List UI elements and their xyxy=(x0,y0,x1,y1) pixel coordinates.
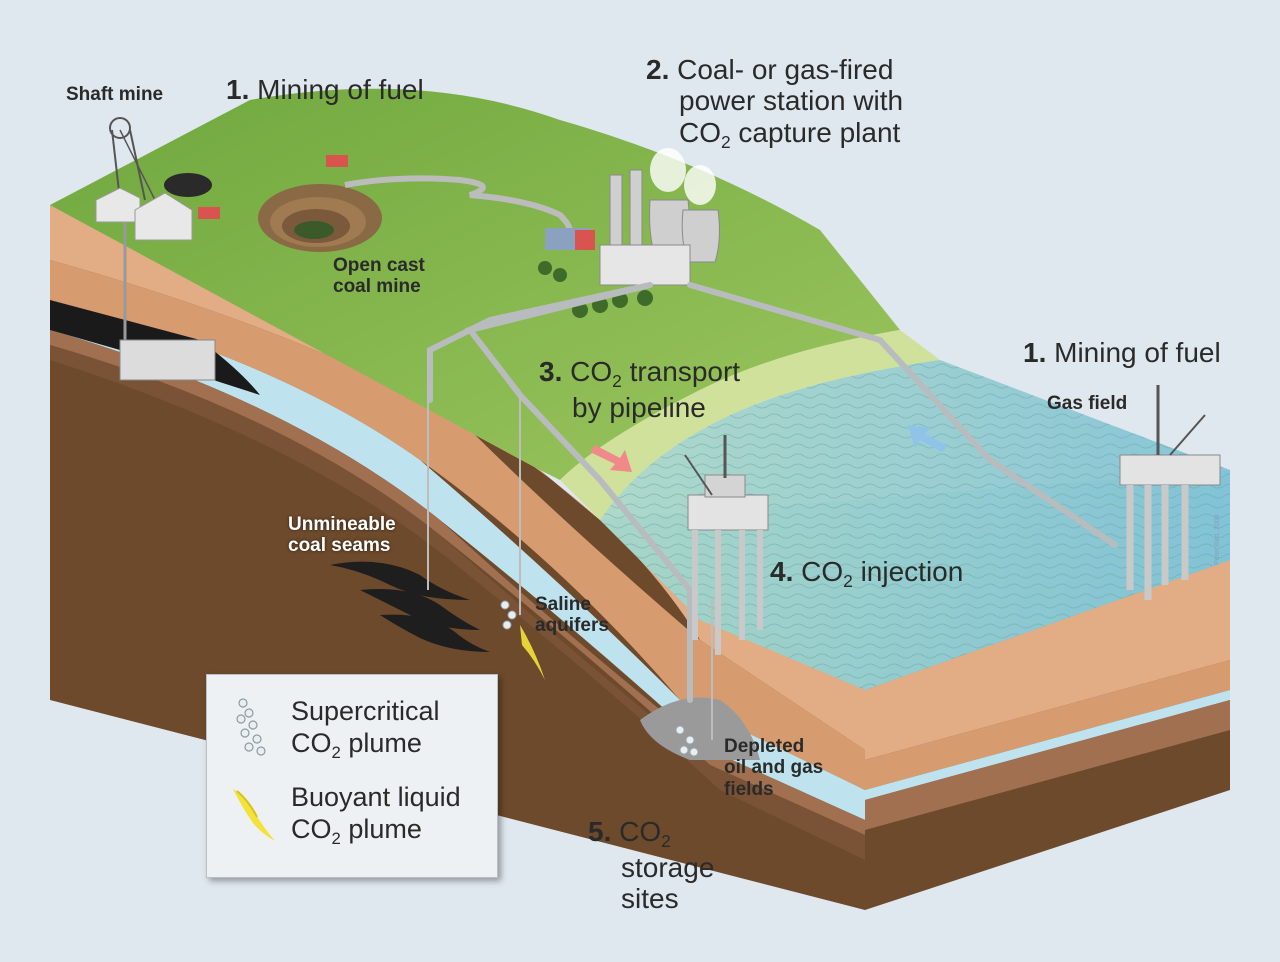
liquid-plume-icon xyxy=(233,789,275,841)
injection-wells xyxy=(427,350,713,740)
co2-subscript: 2 xyxy=(331,743,341,763)
label-mining-fuel-left: 1. Mining of fuel xyxy=(226,74,424,105)
label-depleted: Depleted oil and gas fields xyxy=(724,736,823,800)
co2-prefix: CO xyxy=(679,116,721,148)
label-transport-line2: by pipeline xyxy=(572,391,706,423)
label-storage-line2: storage xyxy=(621,851,715,883)
label-open-cast: Open cast coal mine xyxy=(333,255,425,298)
legend-item2-line2-post: plume xyxy=(340,814,422,845)
co2-prefix: CO xyxy=(291,814,332,845)
legend-item-supercritical: Supercritical CO2 plume xyxy=(291,695,440,763)
legend-item1-line2-post: plume xyxy=(340,728,422,759)
label-power-station-line3: CO2 capture plant xyxy=(646,117,903,153)
power-station-icon xyxy=(599,148,720,286)
label-mining-fuel-right-num: 1. xyxy=(1023,337,1047,368)
open-cast-mine-icon xyxy=(258,184,382,252)
co2-subscript: 2 xyxy=(612,371,622,392)
label-transport-line1-post: transport xyxy=(621,356,741,387)
co2-subscript: 2 xyxy=(721,131,731,152)
label-transport-num: 3. xyxy=(539,356,563,387)
label-storage-line3: sites xyxy=(621,882,679,914)
label-gas-field: Gas field xyxy=(1047,393,1128,414)
coal-heap xyxy=(164,173,212,197)
label-injection-post: injection xyxy=(852,556,964,587)
label-injection: 4. CO2 injection xyxy=(770,556,963,592)
house-icon xyxy=(95,187,193,241)
label-unmineable-line2: coal seams xyxy=(288,535,391,557)
label-power-station-num: 2. xyxy=(646,54,670,85)
label-unmineable: Unmineable coal seams xyxy=(288,514,396,557)
label-storage: 5. CO2 storage sites xyxy=(588,816,714,914)
shaft-mine-tower-icon xyxy=(109,117,216,381)
credit-text: Peter Bird, 2008 xyxy=(1214,514,1221,565)
legend-item-buoyant: Buoyant liquid CO2 plume xyxy=(291,781,461,849)
label-saline-line2: aquifers xyxy=(535,615,609,637)
road xyxy=(344,175,573,243)
label-injection-num: 4. xyxy=(770,556,794,587)
label-power-station-line3-post: capture plant xyxy=(730,116,901,148)
label-depleted-line3: fields xyxy=(724,778,774,800)
label-saline: Saline aquifers xyxy=(535,594,609,637)
oil-platform-icon xyxy=(684,435,769,655)
label-mining-fuel-left-num: 1. xyxy=(226,74,250,105)
label-transport: 3. CO2 transport by pipeline xyxy=(539,356,740,423)
label-depleted-line1: Depleted xyxy=(724,736,805,757)
pipelines xyxy=(427,282,1118,703)
liquid-plume-icon xyxy=(520,625,545,680)
legend-item2-line2: CO2 plume xyxy=(291,813,461,849)
arrow-icon xyxy=(590,425,948,472)
co2-prefix: CO xyxy=(570,356,613,387)
co2-prefix: CO xyxy=(801,556,844,587)
co2-prefix: CO xyxy=(291,728,332,759)
label-power-station: 2. Coal- or gas-fired power station with… xyxy=(646,54,903,152)
label-open-cast-line2: coal mine xyxy=(333,276,421,298)
co2-prefix: CO xyxy=(619,816,662,847)
label-saline-line1: Saline xyxy=(535,594,591,615)
label-unmineable-line1: Unmineable xyxy=(288,514,396,535)
legend: Supercritical CO2 plume Buoyant liquid C… xyxy=(206,674,498,878)
legend-item1-line2: CO2 plume xyxy=(291,727,440,763)
label-power-station-line2: power station with xyxy=(679,85,904,117)
label-mining-fuel-right-text: Mining of fuel xyxy=(1054,337,1221,368)
co2-subscript: 2 xyxy=(331,829,341,849)
label-mining-fuel-right: 1. Mining of fuel xyxy=(1023,337,1221,368)
label-depleted-line2: oil and gas xyxy=(724,757,824,779)
label-shaft-mine: Shaft mine xyxy=(66,84,164,105)
gas-platform-icon xyxy=(1119,385,1221,600)
co2-subscript: 2 xyxy=(843,571,853,592)
co2-subscript: 2 xyxy=(661,831,671,852)
label-mining-fuel-left-text: Mining of fuel xyxy=(257,74,424,105)
truck-icon xyxy=(198,155,595,250)
legend-item1-line1: Supercritical xyxy=(291,696,440,726)
label-power-station-line1: Coal- or gas-fired xyxy=(677,54,894,85)
label-storage-num: 5. xyxy=(588,816,612,847)
label-open-cast-line1: Open cast xyxy=(333,255,425,276)
bubble-plume-icon xyxy=(236,698,266,756)
bubble-plume-icon xyxy=(500,600,699,757)
legend-item2-line1: Buoyant liquid xyxy=(291,782,461,812)
